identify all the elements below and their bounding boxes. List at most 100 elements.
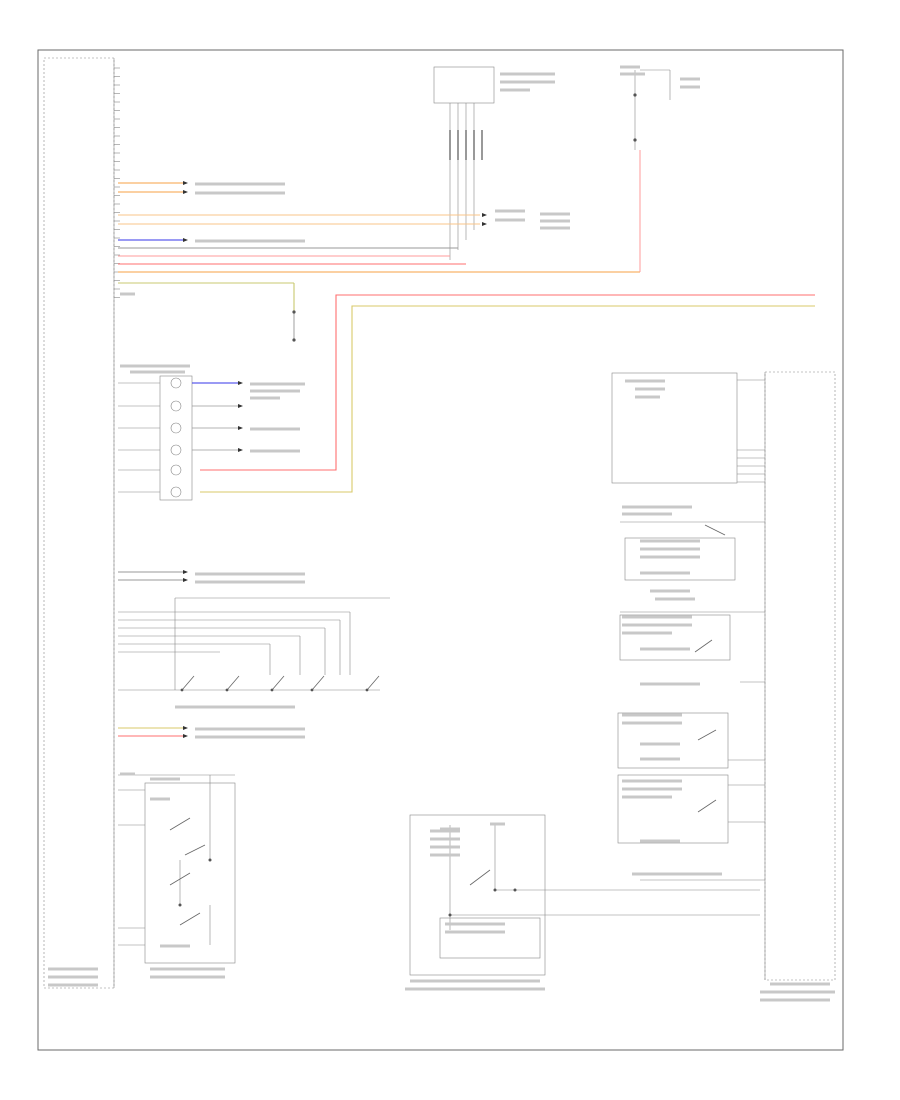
- tiny-text-label: [540, 212, 570, 216]
- tiny-text-label: [250, 382, 305, 386]
- switch-pivot: [225, 688, 229, 692]
- tiny-text-label: [150, 967, 225, 971]
- tiny-text-label: [405, 987, 545, 991]
- tiny-text-label: [120, 364, 190, 368]
- tiny-text-label: [622, 713, 682, 717]
- tiny-text-label: [490, 822, 505, 826]
- long-feed-wires: [200, 294, 815, 493]
- tiny-text-label: [410, 979, 540, 983]
- tiny-text-label: [495, 218, 525, 222]
- tiny-text-label: [195, 182, 285, 186]
- tiny-text-label: [195, 727, 305, 731]
- tiny-text-label: [640, 757, 680, 761]
- tiny-text-label: [500, 72, 555, 76]
- tiny-text-label: [640, 539, 700, 543]
- tiny-text-label: [440, 827, 460, 831]
- switch-contact: [271, 675, 285, 691]
- steering-switch-bank: [118, 611, 380, 692]
- tiny-text-label: [250, 389, 300, 393]
- left-control-module: [43, 57, 120, 989]
- diagram-frame: [37, 49, 844, 1051]
- clockspring-pin: [170, 486, 182, 498]
- tiny-text-label: [680, 85, 700, 89]
- cruise-horn-switch: [118, 774, 236, 964]
- mid-left-signals: [118, 570, 390, 690]
- tiny-text-label: [250, 427, 300, 431]
- tiny-text-label: [445, 930, 505, 934]
- tiny-text-label: [622, 631, 672, 635]
- tiny-text-label: [640, 547, 700, 551]
- tiny-text-label: [175, 705, 295, 709]
- tiny-text-label: [195, 239, 305, 243]
- clockspring-pin: [170, 400, 182, 412]
- tiny-text-label: [48, 983, 98, 987]
- tiny-text-label: [250, 449, 300, 453]
- tiny-text-label: [622, 787, 682, 791]
- right-control-module: [764, 371, 836, 981]
- tiny-text-label: [540, 226, 570, 230]
- tiny-text-label: [622, 623, 692, 627]
- switch-contact: [311, 675, 325, 691]
- tiny-text-label: [150, 777, 180, 781]
- harness-wires: [118, 150, 641, 342]
- tiny-text-label: [195, 580, 305, 584]
- switch-pivot: [270, 688, 274, 692]
- clockspring-pin: [170, 377, 182, 389]
- tiny-text-label: [120, 292, 135, 296]
- tiny-text-label: [48, 975, 98, 979]
- tiny-text-label: [160, 944, 190, 948]
- tiny-text-label: [430, 829, 460, 833]
- tiny-text-label: [622, 795, 672, 799]
- tiny-text-label: [770, 982, 830, 986]
- fuse-power-feed: [633, 69, 671, 150]
- tiny-text-label: [150, 797, 170, 801]
- switch-contact: [366, 675, 380, 691]
- clockspring-pin: [170, 444, 182, 456]
- tiny-text-label: [622, 505, 692, 509]
- tiny-text-label: [500, 80, 555, 84]
- tiny-text-label: [640, 682, 700, 686]
- top-connector: [433, 66, 495, 260]
- tiny-text-label: [150, 975, 225, 979]
- tiny-text-label: [760, 998, 830, 1002]
- tiny-text-label: [445, 922, 505, 926]
- tiny-text-label: [620, 65, 640, 69]
- tiny-text-label: [500, 88, 530, 92]
- switch-pivot: [365, 688, 369, 692]
- tiny-label-blocks: [48, 65, 835, 1002]
- switch-contact: [226, 675, 240, 691]
- tiny-text-label: [622, 779, 682, 783]
- tiny-text-label: [632, 872, 722, 876]
- tiny-text-label: [680, 77, 700, 81]
- tiny-text-label: [640, 647, 690, 651]
- lower-left-signals: [118, 726, 188, 738]
- tiny-text-label: [622, 721, 682, 725]
- tiny-text-label: [655, 597, 695, 601]
- tiny-text-label: [622, 615, 692, 619]
- tiny-text-label: [430, 853, 460, 857]
- tiny-text-label: [130, 370, 185, 374]
- tiny-text-label: [635, 395, 660, 399]
- tiny-text-label: [430, 845, 460, 849]
- tiny-text-label: [640, 555, 700, 559]
- tiny-text-label: [540, 219, 570, 223]
- tiny-text-label: [625, 379, 665, 383]
- switch-pivot: [310, 688, 314, 692]
- clockspring-connector: [118, 375, 243, 501]
- tiny-text-label: [640, 839, 680, 843]
- tiny-text-label: [48, 967, 98, 971]
- tiny-text-label: [620, 72, 645, 76]
- tiny-text-label: [650, 589, 690, 593]
- tiny-text-label: [760, 990, 835, 994]
- tiny-text-label: [250, 396, 280, 400]
- tiny-text-label: [640, 742, 680, 746]
- clockspring-pin: [170, 464, 182, 476]
- tiny-text-label: [495, 209, 525, 213]
- tiny-text-label: [195, 191, 285, 195]
- tiny-text-label: [195, 735, 305, 739]
- clockspring-pin: [170, 422, 182, 434]
- tiny-text-label: [640, 571, 690, 575]
- switch-contact: [181, 675, 195, 691]
- switch-pivot: [180, 688, 184, 692]
